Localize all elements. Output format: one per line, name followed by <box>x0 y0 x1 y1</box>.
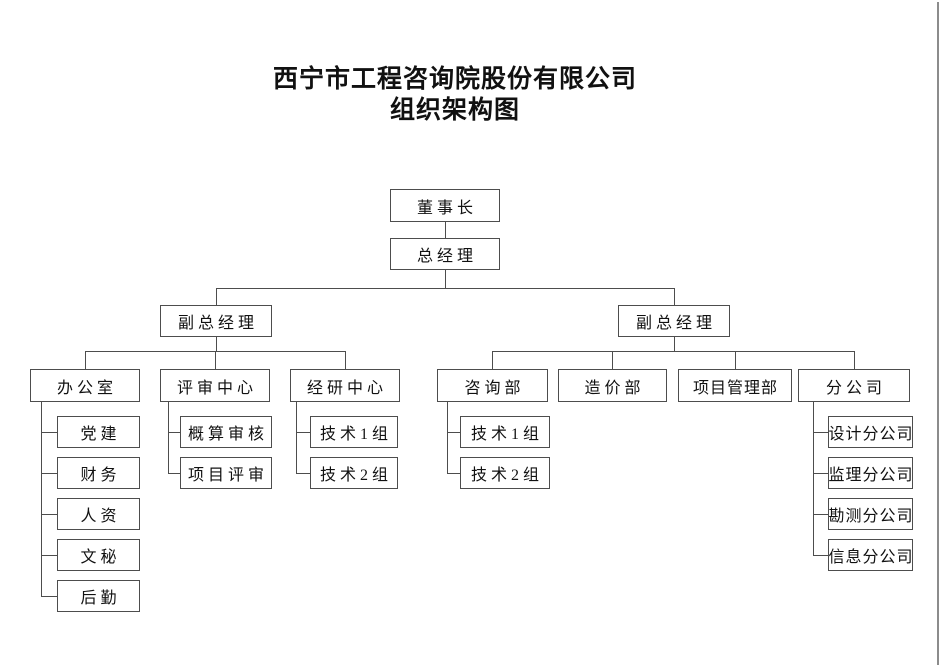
org-node-logistics: 后勤 <box>57 580 140 612</box>
connector-line <box>168 402 169 473</box>
connector-line <box>216 288 217 305</box>
connector-line <box>492 351 493 369</box>
org-node-finance: 财务 <box>57 457 140 489</box>
connector-line <box>296 402 297 473</box>
org-node-supervision-branch: 监理分公司 <box>828 457 913 489</box>
org-node-tech-group1-consulting: 技术1组 <box>460 416 550 448</box>
connector-line <box>445 222 446 238</box>
org-node-tech-group1-research: 技术1组 <box>310 416 398 448</box>
org-node-chairman: 董事长 <box>390 189 500 222</box>
org-node-project-management-dept: 项目管理部 <box>678 369 792 402</box>
org-node-project-review: 项目评审 <box>180 457 272 489</box>
connector-line <box>41 473 57 474</box>
connector-line <box>296 432 310 433</box>
connector-line <box>813 402 814 555</box>
page-title-line2: 组织架构图 <box>389 97 520 124</box>
connector-line <box>674 288 675 305</box>
connector-line <box>447 473 460 474</box>
connector-line <box>168 432 180 433</box>
org-node-office: 办公室 <box>30 369 140 402</box>
org-node-secretarial: 文秘 <box>57 539 140 571</box>
org-node-deputy-gm-right: 副总经理 <box>618 305 730 337</box>
org-node-hr: 人资 <box>57 498 140 530</box>
org-node-information-branch: 信息分公司 <box>828 539 913 571</box>
page-title-line1: 西宁市工程咨询院股份有限公司 <box>272 66 637 93</box>
page-edge-line <box>937 2 939 665</box>
connector-line <box>168 473 180 474</box>
connector-line <box>215 351 216 369</box>
connector-line <box>41 555 57 556</box>
connector-line <box>216 288 675 289</box>
connector-line <box>813 432 828 433</box>
connector-line <box>41 432 57 433</box>
connector-line <box>735 351 736 369</box>
org-node-survey-branch: 勘测分公司 <box>828 498 913 530</box>
org-node-party-building: 党建 <box>57 416 140 448</box>
org-node-deputy-gm-left: 副总经理 <box>160 305 272 337</box>
connector-line <box>813 514 828 515</box>
connector-line <box>41 514 57 515</box>
connector-line <box>492 351 855 352</box>
org-node-consulting-dept: 咨询部 <box>437 369 548 402</box>
connector-line <box>447 432 460 433</box>
connector-line <box>813 473 828 474</box>
connector-line <box>345 351 346 369</box>
connector-line <box>85 351 86 369</box>
connector-line <box>296 473 310 474</box>
org-node-cost-dept: 造价部 <box>558 369 667 402</box>
org-node-tech-group2-consulting: 技术2组 <box>460 457 550 489</box>
org-node-design-branch: 设计分公司 <box>828 416 913 448</box>
org-node-estimate-review: 概算审核 <box>180 416 272 448</box>
org-node-review-center: 评审中心 <box>160 369 270 402</box>
org-node-tech-group2-research: 技术2组 <box>310 457 398 489</box>
connector-line <box>41 402 42 596</box>
connector-line <box>445 270 446 288</box>
connector-line <box>612 351 613 369</box>
connector-line <box>447 402 448 473</box>
connector-line <box>216 337 217 351</box>
org-node-research-center: 经研中心 <box>290 369 400 402</box>
connector-line <box>813 555 828 556</box>
connector-line <box>674 337 675 351</box>
connector-line <box>854 351 855 369</box>
org-node-branch-companies: 分公司 <box>798 369 910 402</box>
connector-line <box>41 596 57 597</box>
org-node-general-manager: 总经理 <box>390 238 500 270</box>
page-title: 西宁市工程咨询院股份有限公司 组织架构图 <box>0 64 910 126</box>
